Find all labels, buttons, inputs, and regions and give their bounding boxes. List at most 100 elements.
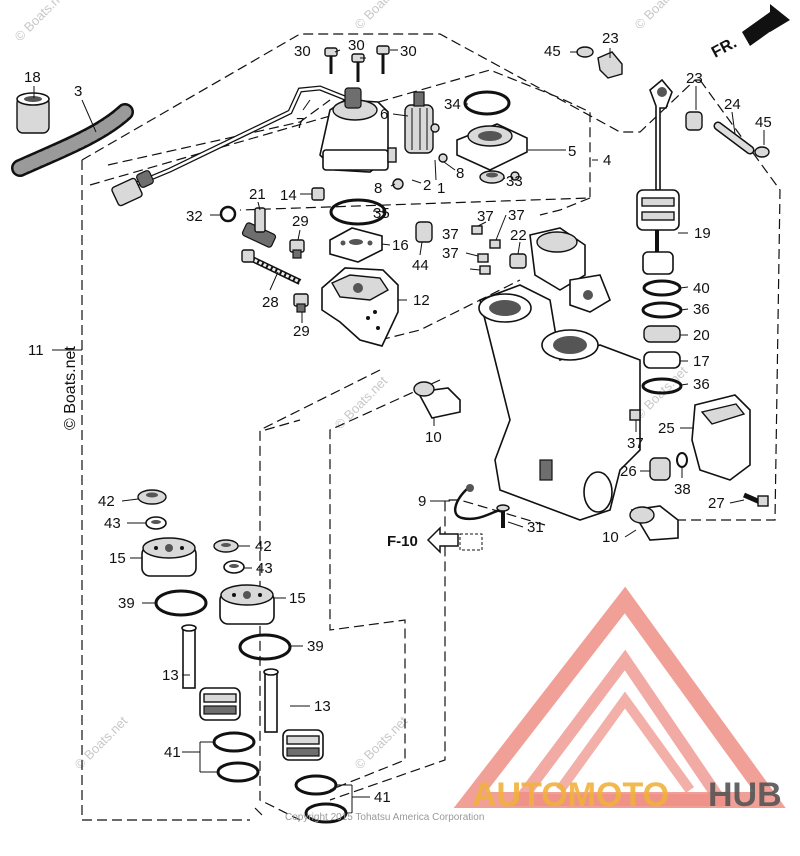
front-label: FR. — [709, 34, 740, 61]
callout-42: 42 — [255, 538, 272, 555]
callout-39: 39 — [307, 638, 324, 655]
callout-6: 6 — [380, 106, 388, 123]
watermark: © Boats.net — [332, 373, 391, 432]
callout-30: 30 — [348, 37, 365, 54]
callout-7: 7 — [296, 115, 304, 132]
callout-41: 41 — [164, 744, 181, 761]
front-direction-arrow: FR. — [709, 4, 790, 62]
valve-parts-37 — [471, 225, 501, 275]
callout-8: 8 — [374, 180, 382, 197]
part-9-ground-wire — [453, 484, 501, 521]
part-12-pump-body — [321, 267, 399, 347]
callout-28: 28 — [262, 294, 279, 311]
callout-23: 23 — [602, 30, 619, 47]
callout-37: 37 — [508, 207, 525, 224]
callout-13: 13 — [162, 667, 179, 684]
part-45-washer-right — [754, 146, 770, 158]
part-27-screw — [742, 492, 769, 507]
callout-45: 45 — [544, 43, 561, 60]
callout-20: 20 — [693, 327, 710, 344]
part-25-cover — [691, 394, 751, 481]
part-39-oring-right — [238, 633, 292, 661]
callout-33: 33 — [506, 173, 523, 190]
part-42-seal-left — [137, 489, 167, 505]
callout-12: 12 — [413, 292, 430, 309]
callout-23: 23 — [686, 70, 703, 87]
part-29-fitting-top — [289, 239, 305, 259]
logo-text-auto: AUTOMOTO — [472, 776, 669, 814]
part-15-valve-left — [141, 537, 197, 577]
part-26-knob — [649, 457, 671, 481]
callout-10: 10 — [602, 529, 619, 546]
part-43-seal-left — [145, 516, 167, 530]
part-labels: 18 3 7 30 30 30 6 34 5 4 8 2 1 8 33 45 2… — [24, 30, 772, 806]
callout-37: 37 — [627, 435, 644, 452]
callout-25: 25 — [658, 420, 675, 437]
part-32-clip — [219, 205, 237, 223]
callout-27: 27 — [708, 495, 725, 512]
callout-8: 8 — [456, 165, 464, 182]
callout-10: 10 — [425, 429, 442, 446]
callout-19: 19 — [694, 225, 711, 242]
callout-34: 34 — [444, 96, 461, 113]
callout-29: 29 — [293, 323, 310, 340]
part-33-bushing — [479, 170, 505, 184]
part-14-nut — [311, 187, 325, 201]
callout-40: 40 — [693, 280, 710, 297]
callout-22: 22 — [510, 227, 527, 244]
callout-30: 30 — [294, 43, 311, 60]
part-16-valve-plate — [329, 227, 383, 263]
part-29-fitting-bottom — [293, 293, 309, 313]
assembly-outline — [81, 33, 781, 821]
part-42-seal-mid — [213, 539, 239, 553]
callout-30: 30 — [400, 43, 417, 60]
callout-38: 38 — [674, 481, 691, 498]
part-15-valve-right — [219, 584, 275, 625]
callout-37: 37 — [477, 208, 494, 225]
watermark: © Boats.net — [72, 713, 131, 772]
logo-text-hub: HUB — [708, 776, 782, 814]
part-10-bushing-upper — [413, 381, 461, 419]
automotohub-logo: AUTOMOTO HUB — [453, 586, 786, 814]
callout-3: 3 — [74, 83, 82, 100]
part-21-gear-shaft — [241, 207, 277, 248]
reference-label: F-10 — [387, 533, 418, 550]
part-39-oring-left — [154, 589, 208, 617]
part-22-plug — [509, 253, 527, 269]
part-5-end-cover — [456, 123, 528, 171]
leader-lines — [33, 48, 765, 814]
part-38-oring — [676, 452, 688, 468]
callout-44: 44 — [412, 257, 429, 274]
part-41-rings-left — [212, 731, 260, 783]
callout-41: 41 — [374, 789, 391, 806]
watermark: © Boats.net — [12, 0, 71, 44]
part-45-washer-top — [576, 46, 594, 58]
part-13-valve-stem-left — [181, 624, 241, 721]
side-watermark: © Boats.net — [62, 346, 79, 430]
callout-39: 39 — [118, 595, 135, 612]
callout-24: 24 — [724, 96, 741, 113]
part-31-screw — [496, 504, 510, 528]
copyright-text: Copyright 2015 Tohatsu America Corporati… — [285, 812, 484, 823]
small-parts-brushes — [387, 123, 520, 190]
part-13-valve-stem-right — [263, 668, 324, 761]
part-7-cable — [111, 85, 351, 207]
callout-31: 31 — [527, 519, 544, 536]
part-28-bolt — [241, 249, 302, 285]
callout-36: 36 — [693, 301, 710, 318]
part-37-small — [629, 409, 641, 421]
part-10-bushing-lower — [629, 505, 679, 541]
callout-14: 14 — [280, 187, 297, 204]
part-19-piston-rod — [636, 78, 680, 275]
callout-26: 26 — [620, 463, 637, 480]
callout-21: 21 — [249, 186, 266, 203]
watermark: © Boats.net — [352, 713, 411, 772]
reference-f10: F-10 — [387, 526, 483, 554]
callout-9: 9 — [418, 493, 426, 510]
callout-15: 15 — [289, 590, 306, 607]
part-23-collar-right — [685, 111, 703, 131]
bolt-30-set — [324, 45, 390, 82]
part-44-plug — [415, 221, 433, 243]
part-18-grommet — [16, 92, 50, 134]
